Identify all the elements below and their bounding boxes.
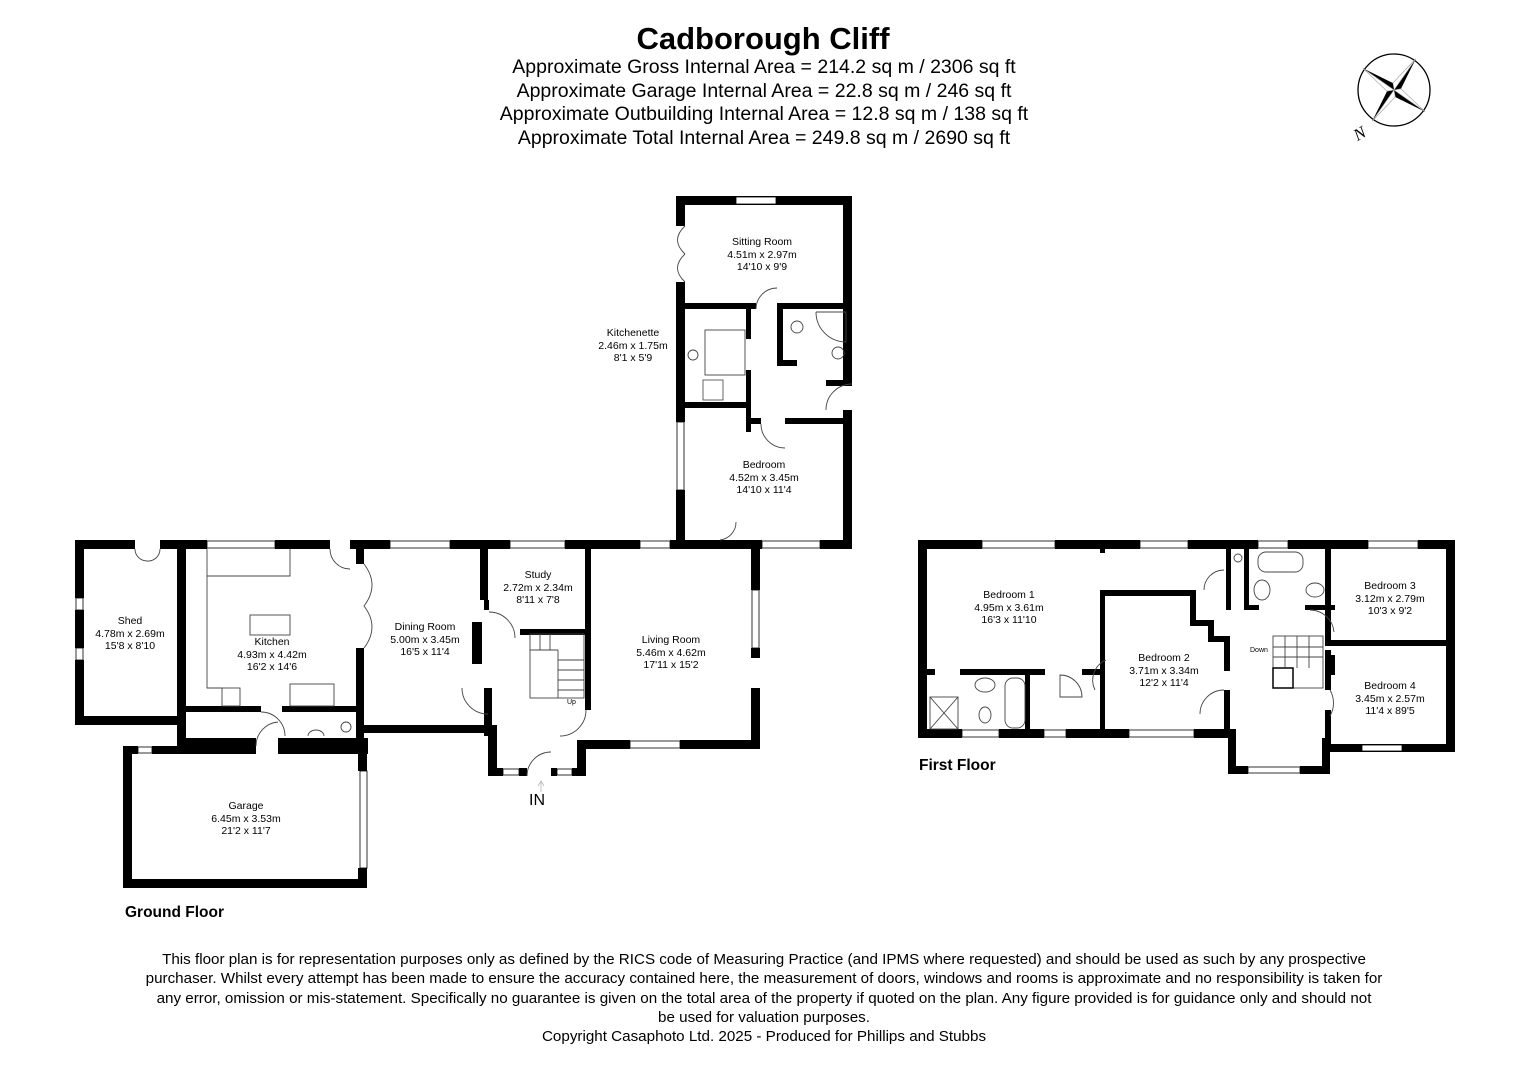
- disclaimer-line: This floor plan is for representation pu…: [162, 951, 1366, 968]
- windows-first-floor: [961, 540, 1419, 774]
- property-title: Cadborough Cliff: [636, 21, 890, 56]
- doors-and-fixtures-ground: [134, 225, 853, 792]
- garage-internal-area: Approximate Garage Internal Area = 22.8 …: [516, 79, 1012, 102]
- stairs-down-label: Down: [1250, 647, 1268, 654]
- gross-internal-area: Approximate Gross Internal Area = 214.2 …: [512, 56, 1016, 78]
- walls-ground-floor: [75, 196, 852, 888]
- disclaimer-line: be used for valuation purposes.: [658, 1008, 870, 1026]
- first-floor-label: First Floor: [919, 757, 996, 774]
- ground-floor-label: Ground Floor: [125, 904, 225, 921]
- entrance-label: IN: [529, 792, 545, 809]
- compass-rose-icon: N: [1349, 53, 1431, 145]
- walls-first-floor: [918, 540, 1455, 774]
- doors-and-fixtures-first: [929, 551, 1335, 730]
- disclaimer-line: purchaser. Whilst every attempt has been…: [145, 970, 1383, 988]
- total-internal-area: Approximate Total Internal Area = 249.8 …: [517, 126, 1011, 149]
- disclaimer: This floor plan is for representation pu…: [80, 950, 1448, 1046]
- outbuilding-internal-area: Approximate Outbuilding Internal Area = …: [499, 103, 1029, 125]
- windows-ground-floor: [75, 196, 821, 869]
- copyright-line: Copyright Casaphoto Ltd. 2025 - Produced…: [541, 1028, 987, 1046]
- disclaimer-line: any error, omission or mis-statement. Sp…: [156, 989, 1372, 1007]
- stairs-up-label: Up: [567, 699, 576, 706]
- plan-header: Cadborough Cliff Approximate Gross Inter…: [0, 22, 1528, 150]
